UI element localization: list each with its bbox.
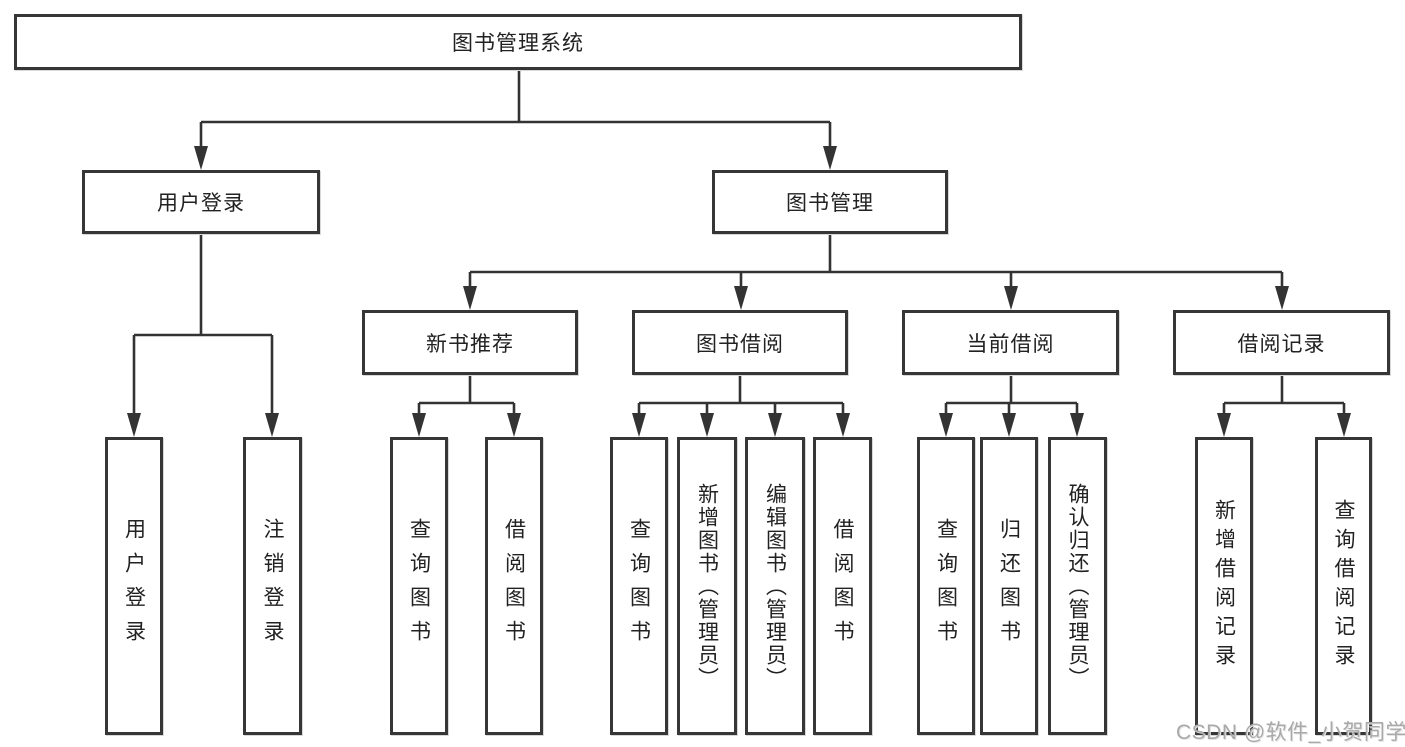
node-book-borrow: 图书借阅 <box>632 310 848 375</box>
leaf-logout: 注销登录 <box>243 437 302 735</box>
node-root-label: 图书管理系统 <box>452 32 584 55</box>
leaf-edit-books-admin: 编辑图书（管理员） <box>745 437 805 735</box>
node-borrow-records-label: 借阅记录 <box>1237 332 1326 356</box>
node-current-borrow: 当前借阅 <box>902 310 1119 375</box>
leaf-confirm-return-admin: 确认归还（管理员） <box>1048 437 1107 735</box>
leaf-borrow-books-recommend: 借阅图书 <box>485 437 543 735</box>
leaf-query-books-recommend: 查询图书 <box>390 437 448 735</box>
node-root-system: 图书管理系统 <box>14 14 1022 70</box>
leaf-return-books: 归还图书 <box>980 437 1038 735</box>
node-user-login-label: 用户登录 <box>157 192 245 215</box>
leaf-query-books-current: 查询图书 <box>917 437 975 735</box>
leaf-add-borrow-record: 新增借阅记录 <box>1195 437 1253 735</box>
node-current-borrow-label: 当前借阅 <box>966 332 1055 356</box>
node-new-book-recommend: 新书推荐 <box>362 310 578 375</box>
node-book-management: 图书管理 <box>712 170 948 234</box>
node-book-borrow-label: 图书借阅 <box>696 332 784 356</box>
node-borrow-records: 借阅记录 <box>1173 310 1390 375</box>
node-new-book-recommend-label: 新书推荐 <box>426 332 514 356</box>
leaf-add-books-admin: 新增图书（管理员） <box>677 437 737 735</box>
node-user-login: 用户登录 <box>82 170 320 234</box>
node-book-management-label: 图书管理 <box>786 192 874 215</box>
csdn-watermark: CSDN @软件_小贺同学 <box>1176 721 1405 744</box>
leaf-borrow-books: 借阅图书 <box>813 437 872 735</box>
leaf-query-borrow-record: 查询借阅记录 <box>1315 437 1372 735</box>
leaf-user-login: 用户登录 <box>105 437 163 735</box>
leaf-query-books-borrow: 查询图书 <box>610 437 668 735</box>
